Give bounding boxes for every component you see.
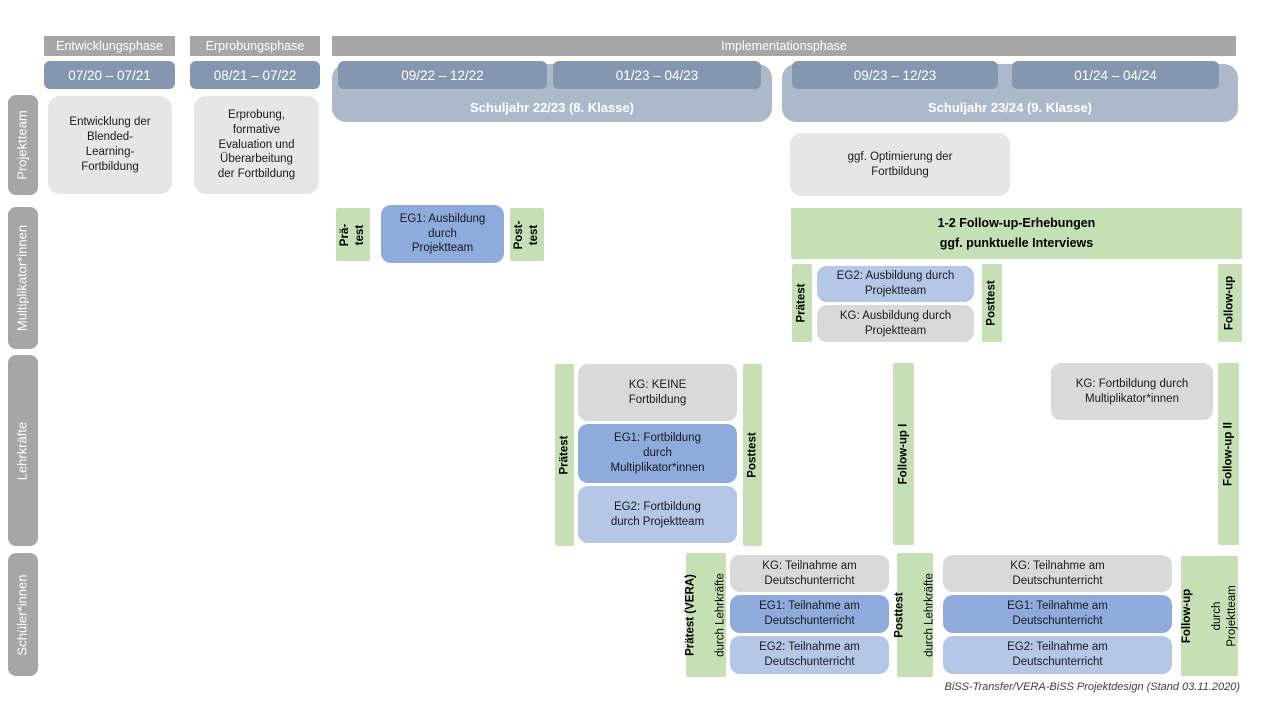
date-bar-0124-0424: 01/24 – 04/24	[1012, 61, 1219, 89]
row-label-projektteam: Projektteam	[8, 95, 38, 195]
date-bar-0720-0721: 07/20 – 07/21	[44, 61, 175, 89]
box-eg1-teilnahme-2: EG1: Teilnahme am Deutschunterricht	[943, 595, 1172, 633]
footer-caption: BiSS-Transfer/VERA-BiSS Projektdesign (S…	[944, 681, 1240, 693]
bar-praetest-vera-schueler: Prätest (VERA) durch Lehrkräfte	[684, 553, 727, 677]
bar-followup-schueler: Follow-up durch Projektteam	[1181, 556, 1238, 676]
date-bar-0123-0423: 01/23 – 04/23	[553, 61, 761, 89]
posttest-schueler-label: Posttest	[893, 592, 906, 638]
box-optimierung-fortbildung: ggf. Optimierung der Fortbildung	[790, 133, 1010, 196]
followup-schueler-sublabel: durch Projektteam	[1210, 585, 1238, 647]
row-label-lehrkraefte: Lehrkräfte	[8, 355, 38, 546]
box-followup-erhebungen: 1-2 Follow-up-Erhebungen ggf. punktuelle…	[791, 208, 1242, 259]
bar-praetest2-multiplikatoren: Prätest	[792, 264, 812, 342]
box-kg-teilnahme-2: KG: Teilnahme am Deutschunterricht	[943, 555, 1172, 592]
box-eg2-ausbildung: EG2: Ausbildung durch Projektteam	[817, 266, 974, 302]
bar-praetest-multiplikatoren: Prä- test	[336, 208, 370, 261]
box-entwicklung-fortbildung: Entwicklung der Blended- Learning- Fortb…	[48, 96, 172, 194]
bar-followup-multiplikatoren: Follow-up	[1218, 264, 1242, 342]
row-label-multiplikatoren: Multiplikator*innen	[8, 207, 38, 349]
bar-posttest-lehrkraefte: Posttest	[743, 364, 762, 546]
box-eg2-fortbildung: EG2: Fortbildung durch Projektteam	[578, 486, 737, 543]
bar-followup1-lehrkraefte: Follow-up I	[893, 363, 914, 545]
box-eg1-ausbildung: EG1: Ausbildung durch Projektteam	[381, 205, 504, 263]
box-kg-fortbildung-multiplikatoren: KG: Fortbildung durch Multiplikator*inne…	[1051, 363, 1213, 420]
date-bar-0922-1222: 09/22 – 12/22	[338, 61, 547, 89]
praetest-vera-label: Prätest (VERA)	[684, 574, 697, 656]
row-label-schueler: Schüler*innen	[8, 553, 38, 676]
schoolyear-label-22-23: Schuljahr 22/23 (8. Klasse)	[469, 100, 635, 115]
posttest-schueler-sublabel: durch Lehrkräfte	[923, 573, 936, 657]
bar-posttest2-multiplikatoren: Posttest	[982, 264, 1002, 342]
bar-followup2-lehrkraefte: Follow-up II	[1218, 363, 1239, 545]
followup-schueler-label: Follow-up	[1180, 588, 1193, 644]
box-eg2-teilnahme-1: EG2: Teilnahme am Deutschunterricht	[730, 636, 889, 674]
date-bar-0821-0722: 08/21 – 07/22	[190, 61, 320, 89]
box-eg1-fortbildung: EG1: Fortbildung durch Multiplikator*inn…	[578, 424, 737, 483]
bar-posttest-multiplikatoren: Post- test	[510, 208, 544, 261]
bar-posttest-schueler: Posttest durch Lehrkräfte	[894, 553, 935, 677]
box-kg-teilnahme-1: KG: Teilnahme am Deutschunterricht	[730, 555, 889, 592]
phase-header-erprobung: Erprobungsphase	[190, 36, 320, 56]
box-eg2-teilnahme-2: EG2: Teilnahme am Deutschunterricht	[943, 636, 1172, 674]
phase-header-entwicklung: Entwicklungsphase	[44, 36, 175, 56]
schoolyear-label-23-24: Schuljahr 23/24 (9. Klasse)	[927, 100, 1093, 115]
box-kg-keine-fortbildung: KG: KEINE Fortbildung	[578, 364, 737, 421]
date-bar-0923-1223: 09/23 – 12/23	[792, 61, 998, 89]
phase-header-implementation: Implementationsphase	[332, 36, 1236, 56]
bar-praetest-lehrkraefte: Prätest	[555, 364, 574, 546]
box-kg-ausbildung: KG: Ausbildung durch Projektteam	[817, 305, 974, 342]
praetest-vera-sublabel: durch Lehrkräfte	[714, 573, 727, 657]
box-erprobung-evaluation: Erprobung, formative Evaluation und Über…	[194, 96, 319, 194]
box-eg1-teilnahme-1: EG1: Teilnahme am Deutschunterricht	[730, 595, 889, 633]
